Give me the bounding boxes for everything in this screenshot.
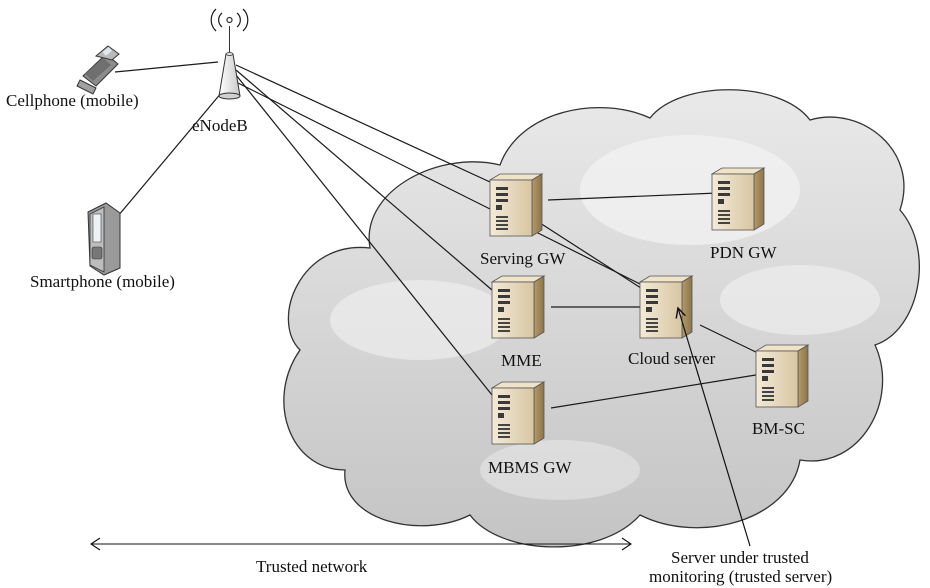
cellphone-label: Cellphone (mobile) bbox=[6, 91, 139, 110]
bm-sc-label: BM-SC bbox=[752, 419, 805, 438]
mbms-gw-label: MBMS GW bbox=[488, 458, 573, 477]
network-links bbox=[112, 61, 765, 409]
trusted-server-label-line2: monitoring (trusted server) bbox=[649, 567, 832, 586]
trusted-server-label-line1: Server under trusted bbox=[671, 548, 809, 567]
mme-label: MME bbox=[501, 351, 542, 370]
cloud-icon bbox=[283, 89, 920, 548]
serving-gw-label: Serving GW bbox=[480, 249, 566, 268]
pdn-gw-label: PDN GW bbox=[710, 243, 778, 262]
cellphone-icon bbox=[76, 45, 120, 95]
server-icon-mbms-gw bbox=[491, 381, 545, 445]
server-icon-mme bbox=[491, 275, 545, 339]
server-icon-serving-gw bbox=[489, 173, 543, 237]
smartphone-icon bbox=[87, 202, 121, 276]
server-icon-pdn-gw bbox=[711, 167, 765, 231]
cloud-server-label: Cloud server bbox=[628, 349, 716, 368]
smartphone-label: Smartphone (mobile) bbox=[30, 272, 175, 291]
trusted-network-label: Trusted network bbox=[256, 557, 368, 576]
trusted-server-pointer bbox=[678, 308, 751, 547]
server-icon-bm-sc bbox=[755, 344, 809, 408]
antenna-icon bbox=[210, 8, 249, 100]
trusted-network-arrow bbox=[90, 537, 632, 551]
enodeb-label: eNodeB bbox=[192, 116, 248, 135]
